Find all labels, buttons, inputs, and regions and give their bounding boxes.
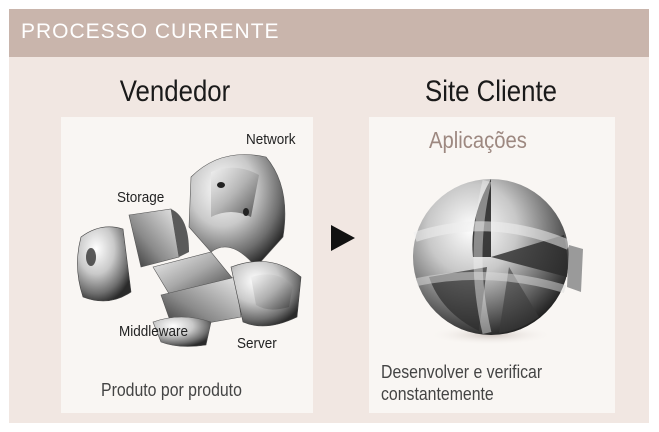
diagram-canvas: PROCESSO CURRENTE Vendedor Site Cliente [9,9,649,423]
client-caption-line2: constantemente [381,384,494,404]
client-site-title: Site Cliente [425,75,557,108]
client-caption-line1: Desenvolver e verificar [381,362,543,382]
assembled-sphere-icon [413,179,583,345]
client-site-panel: Aplicações [369,117,615,413]
middleware-label: Middleware [119,323,189,340]
vendor-caption: Produto por produto [101,380,242,400]
storage-label: Storage [117,189,165,206]
vendor-panel: Network Storage Middleware Server Produt… [61,117,313,413]
applications-subtitle: Aplicações [429,127,527,153]
vendor-title: Vendedor [119,75,231,108]
server-label: Server [237,335,277,352]
scattered-sphere-pieces-icon [77,154,302,347]
header-title: PROCESSO CURRENTE [21,20,280,43]
network-label: Network [246,131,296,148]
header-bar: PROCESSO CURRENTE [9,9,649,57]
arrow-right-icon [331,225,355,251]
